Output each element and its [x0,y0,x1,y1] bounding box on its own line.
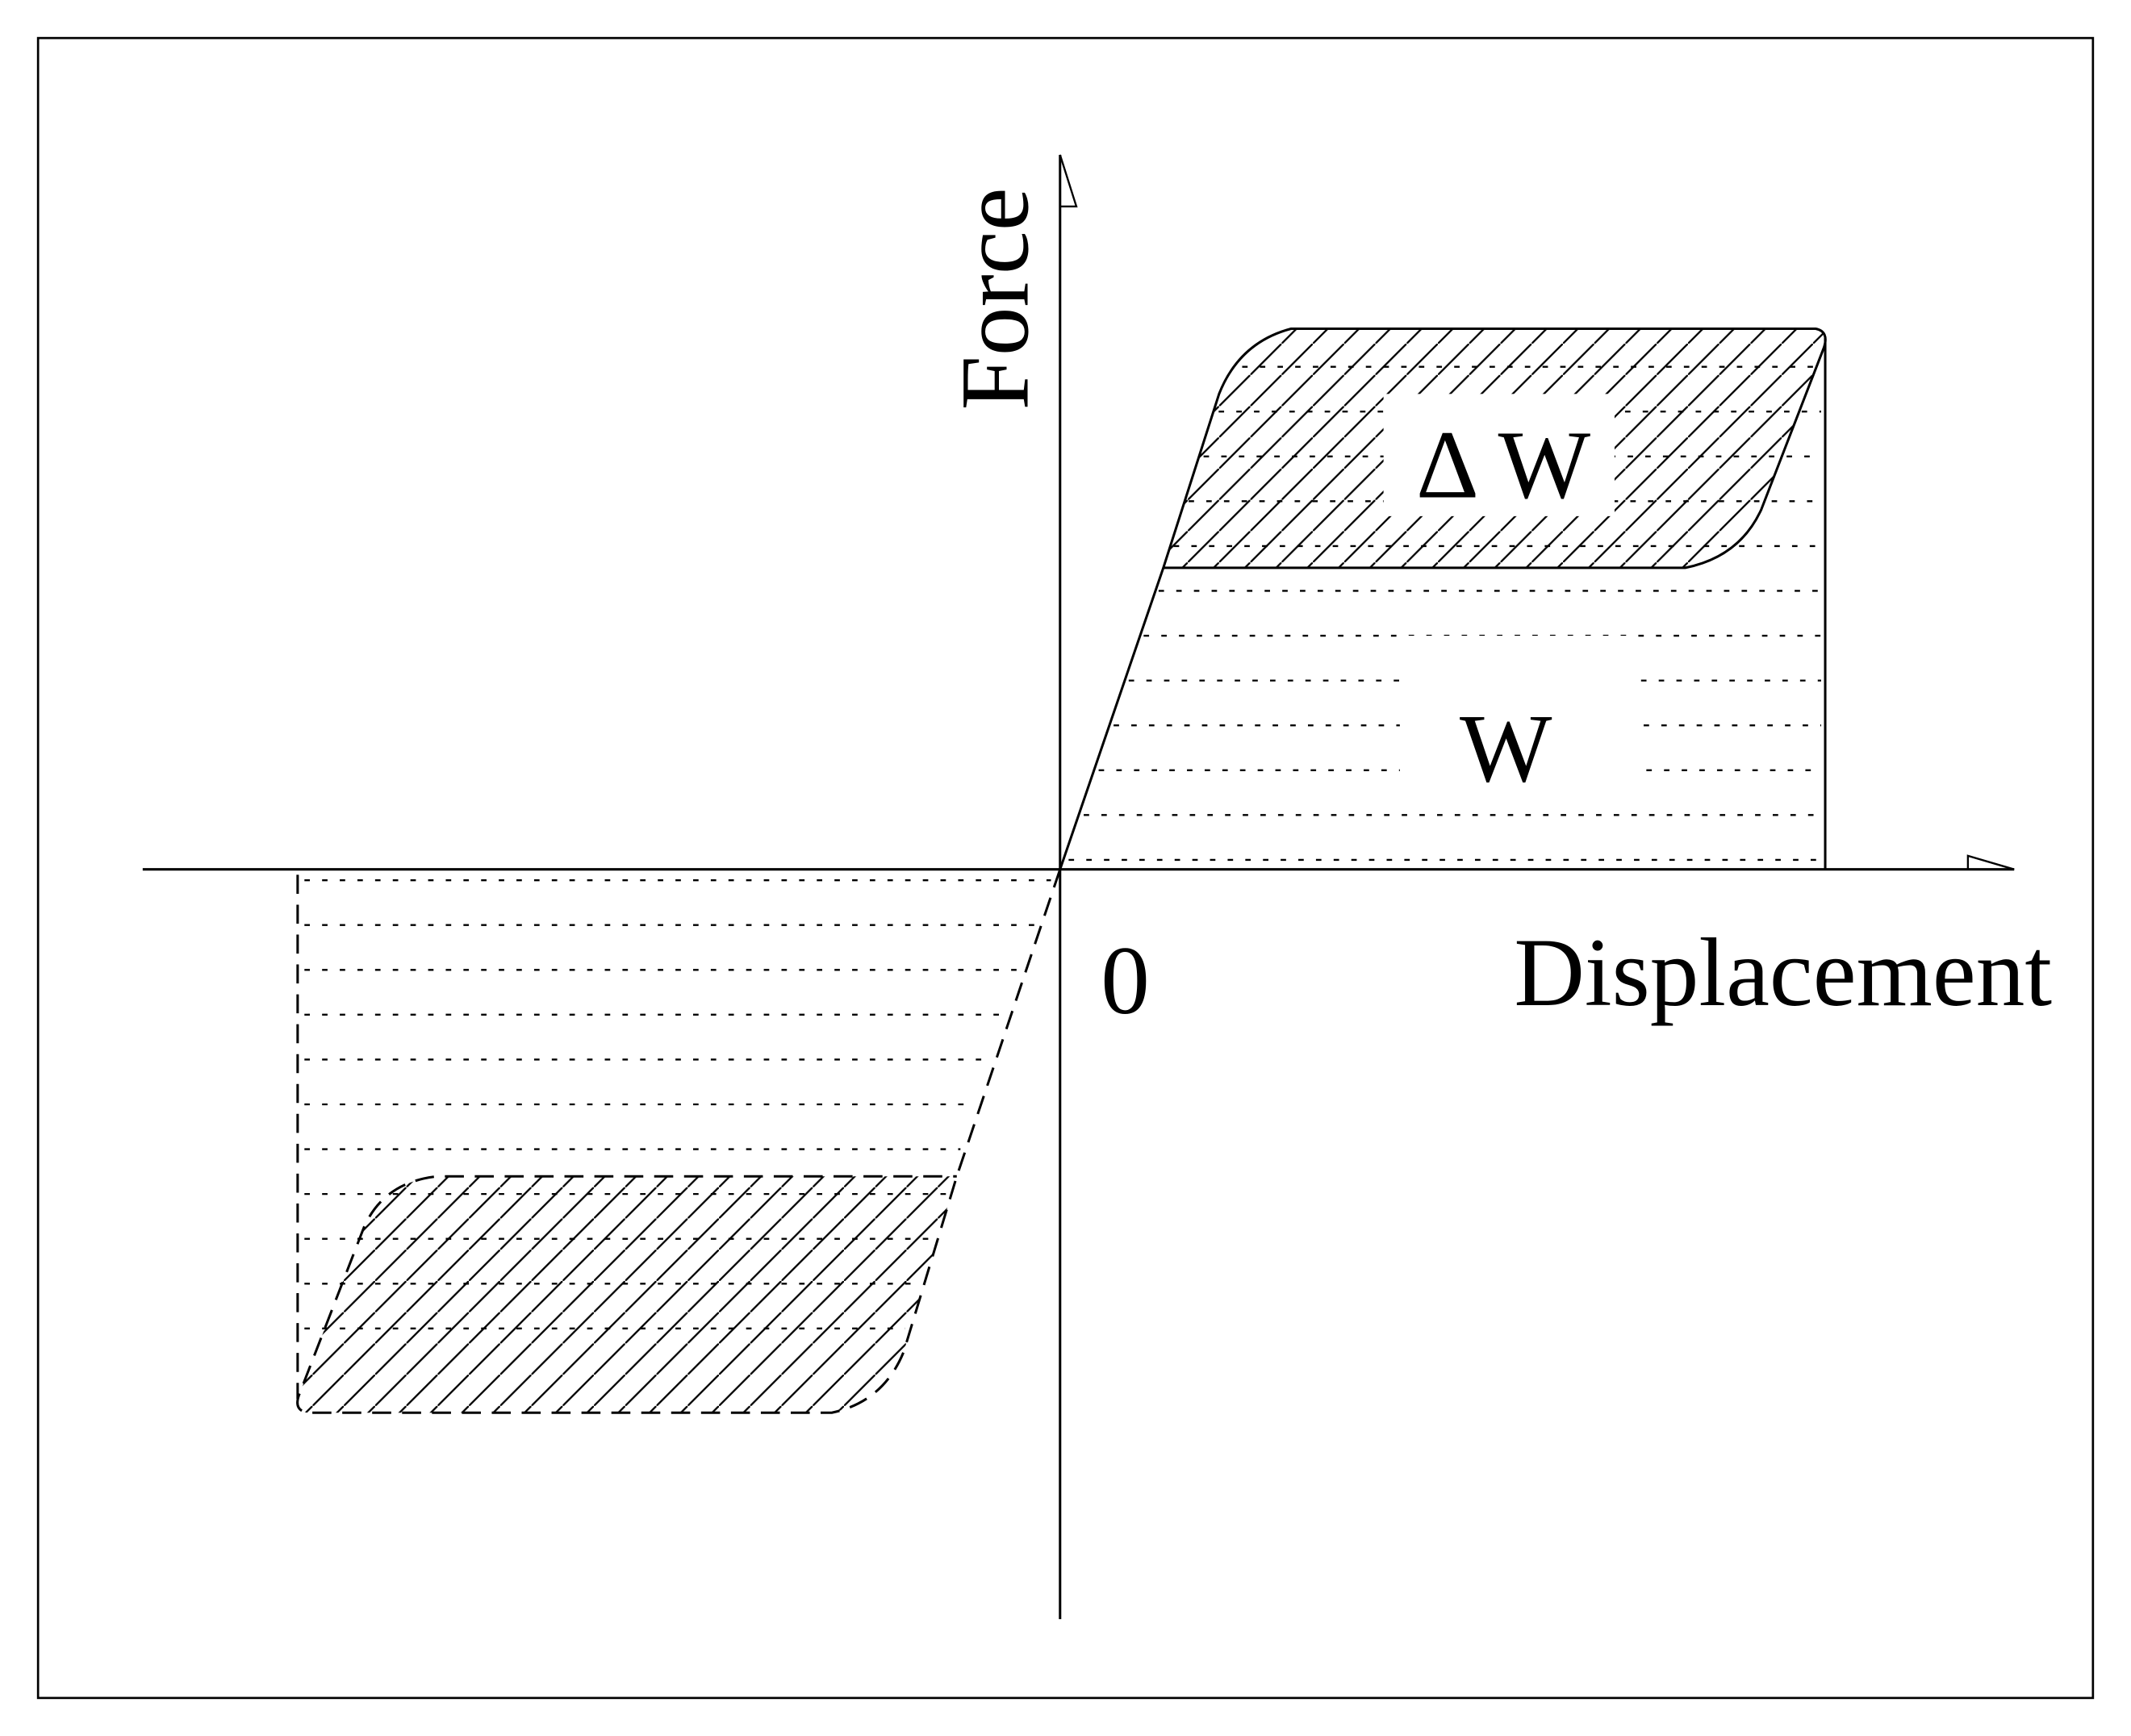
lower-hatched-region [297,1176,957,1413]
y-axis-arrowhead [1059,154,1078,208]
figure-frame [36,36,2095,1700]
w-label: W [1460,695,1552,803]
upper-loop-outline [1059,327,1827,870]
x-axis-arrowhead [1966,854,2015,870]
delta-w-label-gap [1383,394,1615,516]
y-axis-label: Force [941,187,1049,410]
origin-label: 0 [1101,927,1150,1035]
w-label-gap [1399,636,1638,806]
delta-w-label: Δ W [1416,411,1591,519]
axes [142,154,2015,1620]
x-axis-label: Displacement [1514,919,2052,1027]
lower-loop-outline [296,869,1062,1414]
